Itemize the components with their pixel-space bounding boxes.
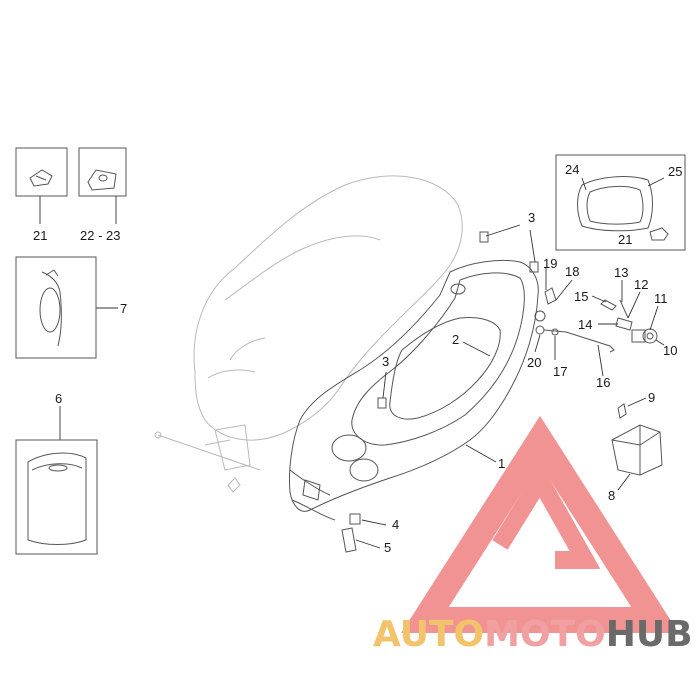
brand-text-hub: HUB [605, 614, 693, 655]
inset-6 [15, 439, 98, 555]
callout-25: 25 [668, 164, 682, 179]
callout-16: 16 [596, 375, 610, 390]
callout-2: 2 [452, 332, 459, 347]
callout-18: 18 [565, 264, 579, 279]
callout-21-left: 21 [33, 228, 47, 243]
callout-6: 6 [55, 391, 62, 406]
callout-24: 24 [565, 162, 579, 177]
inset-24-25 [555, 154, 686, 251]
part-8-bracket [611, 403, 663, 476]
callout-4: 4 [392, 517, 399, 532]
helmet-compartment [289, 259, 539, 521]
callout-3-mid: 3 [382, 354, 389, 369]
inset-22-23 [78, 147, 127, 197]
callout-12: 12 [634, 277, 648, 292]
callout-labels: 1 2 3 3 4 5 6 7 8 9 10 11 12 13 14 15 16… [33, 162, 682, 555]
watermark-logo [401, 415, 679, 633]
callout-22-23: 22 - 23 [80, 228, 120, 243]
lock-assembly [534, 287, 658, 353]
callout-1: 1 [498, 456, 505, 471]
watermark-triangle-inner [492, 462, 601, 569]
callout-14: 14 [578, 317, 592, 332]
callout-13: 13 [614, 265, 628, 280]
callout-21-right: 21 [618, 232, 632, 247]
watermark-triangle-outer [401, 415, 679, 633]
inset-21 [15, 147, 68, 197]
watermark-brand-text: AUTOMOTOHUB [373, 614, 693, 655]
callout-19: 19 [543, 256, 557, 271]
seat-outline [193, 175, 463, 441]
inset-7 [15, 256, 97, 359]
callout-7: 7 [120, 301, 127, 316]
callout-17: 17 [553, 364, 567, 379]
callout-20: 20 [527, 355, 541, 370]
callout-10: 10 [663, 343, 677, 358]
brand-text-auto: AUTO [373, 614, 485, 655]
callout-15: 15 [574, 289, 588, 304]
callout-8: 8 [608, 488, 615, 503]
leader-lines [39, 196, 665, 549]
hinge-bracket [154, 424, 261, 493]
brand-text-moto: MOTO [484, 614, 606, 655]
callout-11: 11 [654, 291, 668, 306]
callout-5: 5 [384, 540, 391, 555]
callout-9: 9 [648, 390, 655, 405]
callout-3-top: 3 [528, 210, 535, 225]
